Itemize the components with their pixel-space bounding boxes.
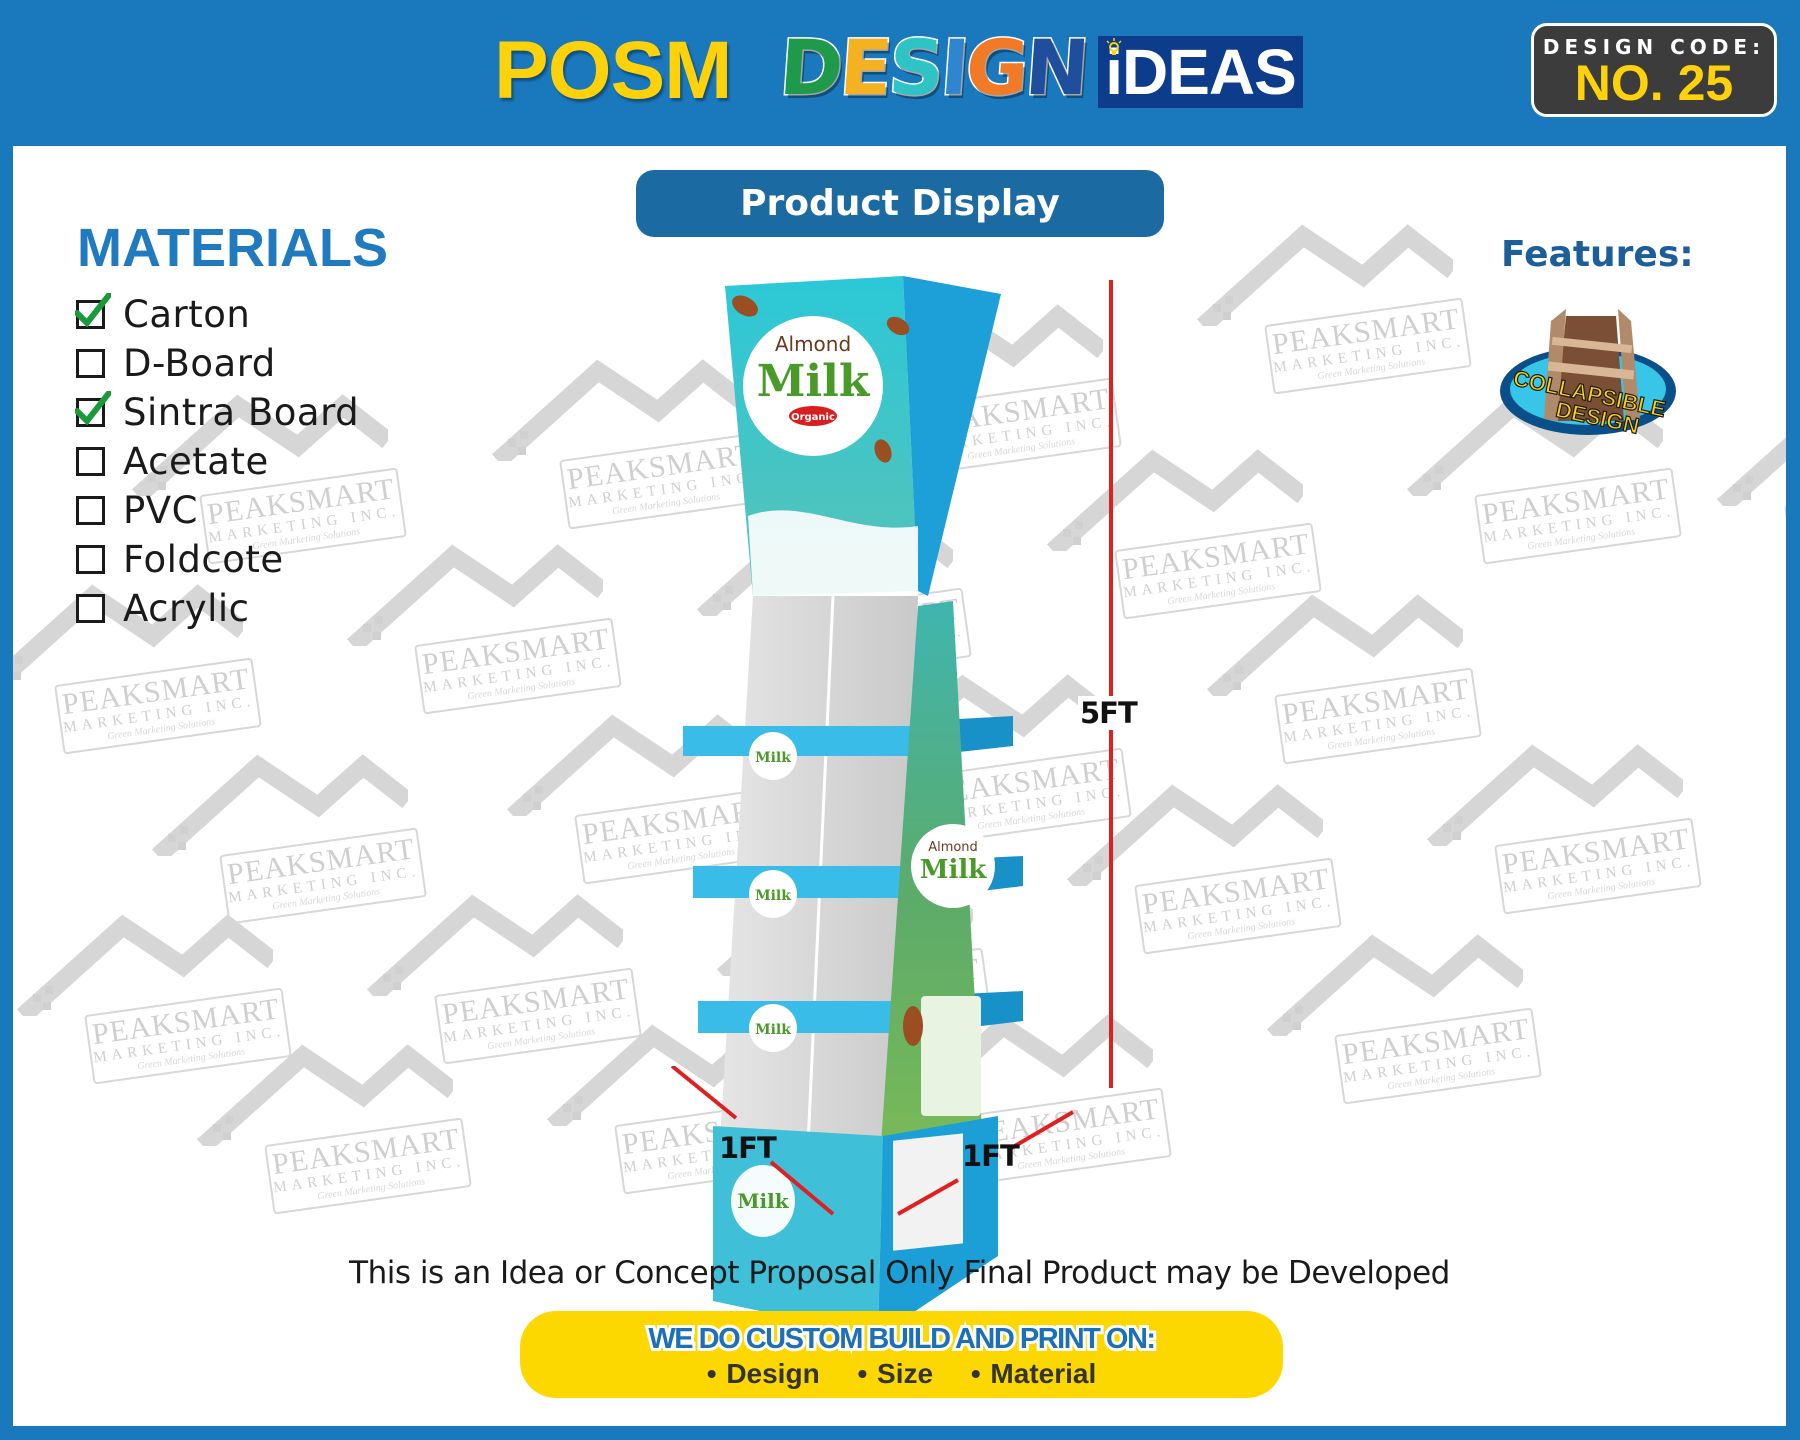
- logo-ideas-text: iDEAS: [1105, 36, 1297, 108]
- logo-design-letter: D: [775, 22, 844, 114]
- logo-design-letter: N: [1021, 22, 1091, 114]
- watermark-roof-icon: [1046, 449, 1303, 551]
- checkbox-sintra-board[interactable]: [75, 391, 111, 427]
- material-item-pvc: PVC: [76, 486, 359, 535]
- logo-design-letter: S: [884, 22, 945, 114]
- watermark-roof-icon: [1066, 784, 1323, 886]
- watermark-roof-icon: [1196, 224, 1453, 326]
- watermark-roof-icon: [1266, 934, 1523, 1036]
- material-item-acrylic: Acrylic: [76, 584, 359, 633]
- design-code-value: NO. 25: [1574, 55, 1734, 111]
- material-item-d-board: D-Board: [76, 339, 359, 388]
- cta-item-size: • Size: [857, 1358, 934, 1389]
- checkbox-carton[interactable]: [75, 293, 111, 329]
- collapsible-design-badge-icon: COLLAPSIBLE DESIGN: [1500, 309, 1676, 439]
- svg-text:Almond: Almond: [775, 332, 851, 356]
- checkbox-d-board[interactable]: [76, 349, 105, 378]
- material-label: Acrylic: [123, 587, 250, 630]
- design-code-badge: DESIGN CODE: NO. 25: [1531, 23, 1777, 117]
- svg-text:Milk: Milk: [755, 750, 791, 766]
- materials-title: MATERIALS: [77, 218, 388, 278]
- height-dimension-line: [1109, 280, 1113, 1088]
- custom-build-banner: WE DO CUSTOM BUILD AND PRINT ON: • Desig…: [520, 1311, 1283, 1398]
- checkbox-foldcote[interactable]: [76, 545, 105, 574]
- checkmark-icon: [75, 391, 111, 425]
- material-label: Sintra Board: [123, 391, 360, 434]
- logo-design: DESIGN: [775, 22, 1090, 114]
- svg-text:Milk: Milk: [755, 1022, 791, 1038]
- watermark-roof-icon: [151, 754, 408, 856]
- svg-text:Milk: Milk: [755, 888, 791, 904]
- watermark-roof-icon: [366, 894, 623, 996]
- material-label: Foldcote: [123, 538, 284, 581]
- section-title-pill: Product Display: [636, 170, 1164, 237]
- watermark-roof-icon: [1716, 437, 1786, 506]
- logo-design-letter: G: [961, 22, 1030, 114]
- height-dimension-label: 5FT: [1078, 696, 1139, 730]
- watermark-roof-icon: [13, 584, 243, 681]
- watermark-roof-icon: [16, 914, 273, 1016]
- watermark-roof-icon: [346, 544, 603, 646]
- width-dimension-label: 1FT: [962, 1139, 1020, 1173]
- material-label: Acetate: [123, 440, 269, 483]
- material-item-carton: Carton: [75, 290, 359, 339]
- svg-text:Milk: Milk: [737, 1189, 789, 1213]
- material-item-sintra-board: Sintra Board: [75, 388, 360, 437]
- cta-title: WE DO CUSTOM BUILD AND PRINT ON:: [645, 1320, 1159, 1358]
- cta-items: • Design • Size • Material: [520, 1358, 1283, 1390]
- checkbox-acetate[interactable]: [76, 447, 105, 476]
- material-label: PVC: [123, 489, 198, 532]
- checkbox-acrylic[interactable]: [76, 594, 105, 623]
- lightbulb-icon: [1106, 38, 1122, 55]
- features-title: Features:: [1501, 234, 1694, 275]
- header-banner: POSM DESIGN iDEAS DESIGN CODE: NO. 25: [0, 0, 1800, 146]
- material-label: Carton: [123, 293, 251, 336]
- cta-item-design: • Design: [706, 1358, 820, 1389]
- watermark-roof-icon: [1426, 744, 1683, 846]
- design-code-label: DESIGN CODE:: [1542, 35, 1766, 59]
- watermark-roof-icon: [131, 394, 388, 496]
- svg-text:Milk: Milk: [757, 356, 871, 407]
- material-item-acetate: Acetate: [76, 437, 359, 486]
- svg-text:Organic: Organic: [791, 412, 835, 423]
- checkbox-pvc[interactable]: [76, 496, 105, 525]
- logo-design-letter: E: [836, 22, 894, 114]
- base-dimension-lines: [670, 1066, 1075, 1216]
- material-label: D-Board: [123, 342, 276, 385]
- product-display-stand-illustration: Almond Milk Organic Milk Milk Milk: [683, 276, 1023, 1336]
- watermark-roof-icon: [1206, 594, 1463, 696]
- watermark-roof-icon: [196, 1044, 453, 1146]
- disclaimer-text: This is an Idea or Concept Proposal Only…: [349, 1255, 1450, 1291]
- logo-posm: POSM: [494, 25, 732, 116]
- watermark-roof-icon: [491, 359, 748, 461]
- material-item-foldcote: Foldcote: [76, 535, 359, 584]
- depth-dimension-label: 1FT: [719, 1131, 777, 1165]
- logo-ideas: iDEAS: [1098, 36, 1303, 108]
- materials-list: Carton D-Board Sintra Board Acetate PVC …: [75, 290, 360, 633]
- svg-text:Milk: Milk: [920, 855, 988, 885]
- checkmark-icon: [75, 293, 111, 327]
- svg-text:Almond: Almond: [928, 840, 978, 855]
- cta-item-material: • Material: [970, 1358, 1097, 1389]
